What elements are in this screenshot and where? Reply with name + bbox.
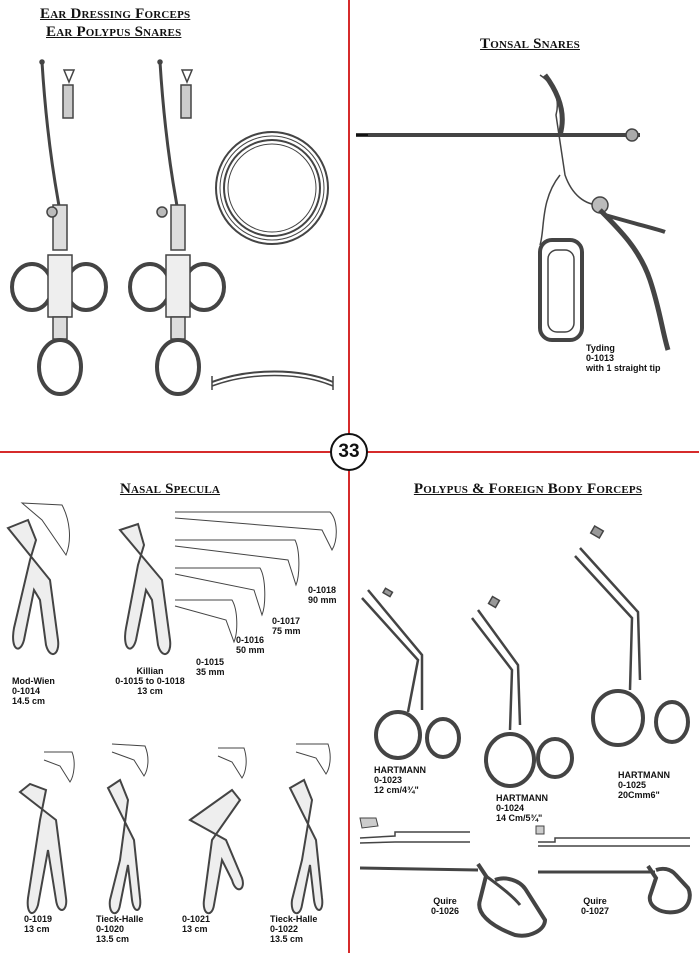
vertical-divider <box>348 0 350 953</box>
nasal-label-0-1018: 0-1018 90 mm <box>308 585 337 605</box>
label-line: 0-1014 <box>12 686 41 696</box>
label-line: HARTMANN <box>618 770 670 780</box>
nasal-label-0-1021: 0-1021 13 cm <box>182 914 210 934</box>
label-line: 14.5 cm <box>12 696 46 706</box>
label-line: 0-1013 <box>586 353 615 363</box>
nasal-label-0-1017: 0-1017 75 mm <box>272 616 301 636</box>
polypus-section-title: Polypus & Foreign Body Forceps <box>413 481 643 497</box>
label-line: 0-1027 <box>580 906 610 916</box>
ear-snare-1-illustration <box>12 60 106 394</box>
ear-section-title-1: Ear Dressing Forceps <box>40 6 191 22</box>
tonsil-snare-label: Tyding 0-1013 with 1 straight tip <box>586 343 661 373</box>
label-line: 0-1015 to 0-1018 <box>115 676 185 686</box>
label-line: 13 cm <box>24 924 50 934</box>
polypus-label-0-1027: Quire 0-1027 <box>570 896 620 916</box>
polypus-forceps-illustrations <box>360 526 690 936</box>
nasal-label-0-1015: 0-1015 35 mm <box>196 657 225 677</box>
label-line: 14 Cm/5¾" <box>496 813 543 823</box>
label-line: HARTMANN <box>374 765 426 775</box>
tonsil-snare-illustration <box>356 75 668 350</box>
label-line: 0-1022 <box>270 924 299 934</box>
label-line: HARTMANN <box>496 793 548 803</box>
nasal-label-0-1019: 0-1019 13 cm <box>24 914 52 934</box>
label-line: 0-1015 <box>196 657 225 667</box>
label-line: 0-1023 <box>374 775 403 785</box>
label-line: 0-1017 <box>272 616 301 626</box>
label-line: 50 mm <box>236 645 265 655</box>
page-number-badge: 33 <box>330 433 368 471</box>
label-line: Mod-Wien <box>12 676 55 686</box>
label-line: 0-1021 <box>182 914 211 924</box>
label-line: 20Cmm6" <box>618 790 660 800</box>
label-line: 13.5 cm <box>270 934 304 944</box>
polypus-label-0-1025: HARTMANN 0-1025 20Cmm6" <box>618 770 670 800</box>
label-line: Tyding <box>586 343 615 353</box>
nasal-label-killian: Killian 0-1015 to 0-1018 13 cm <box>108 666 192 696</box>
nasal-label-0-1016: 0-1016 50 mm <box>236 635 265 655</box>
label-line: 12 cm/4¾" <box>374 785 419 795</box>
label-line: 0-1024 <box>496 803 525 813</box>
label-line: 13 cm <box>137 686 163 696</box>
nasal-section-title: Nasal Specula <box>119 481 221 497</box>
label-line: 0-1018 <box>308 585 337 595</box>
label-line: 0-1016 <box>236 635 265 645</box>
label-line: Tieck-Halle <box>270 914 318 924</box>
nasal-label-0-1022: Tieck-Halle 0-1022 13.5 cm <box>270 914 317 944</box>
tonsil-section-title: Tonsal Snares <box>480 36 580 52</box>
snare-wire-coil-illustration <box>216 132 328 244</box>
label-line: Tieck-Halle <box>96 914 144 924</box>
label-line: 0-1025 <box>618 780 647 790</box>
snare-wire-straight-illustration <box>212 372 333 391</box>
page-number: 33 <box>338 441 360 462</box>
nasal-label-mod-wien: Mod-Wien 0-1014 14.5 cm <box>12 676 55 706</box>
label-line: 0-1026 <box>430 906 460 916</box>
label-line: Quire <box>583 896 607 906</box>
polypus-label-0-1024: HARTMANN 0-1024 14 Cm/5¾" <box>496 793 548 823</box>
label-line: Killian <box>136 666 164 676</box>
label-line: 13.5 cm <box>96 934 130 944</box>
label-line: Quire <box>433 896 457 906</box>
label-line: 0-1020 <box>96 924 125 934</box>
label-line: 90 mm <box>308 595 337 605</box>
label-line: 13 cm <box>182 924 208 934</box>
polypus-label-0-1026: Quire 0-1026 <box>420 896 470 916</box>
nasal-specula-illustrations <box>8 503 336 913</box>
nasal-label-0-1020: Tieck-Halle 0-1020 13.5 cm <box>96 914 143 944</box>
label-line: 75 mm <box>272 626 301 636</box>
polypus-label-0-1023: HARTMANN 0-1023 12 cm/4¾" <box>374 765 426 795</box>
ear-snare-2-illustration <box>130 60 224 394</box>
label-line: 0-1019 <box>24 914 53 924</box>
label-line: with 1 straight tip <box>586 363 661 373</box>
ear-section-title-2: Ear Polypus Snares <box>46 24 182 40</box>
label-line: 35 mm <box>196 667 225 677</box>
